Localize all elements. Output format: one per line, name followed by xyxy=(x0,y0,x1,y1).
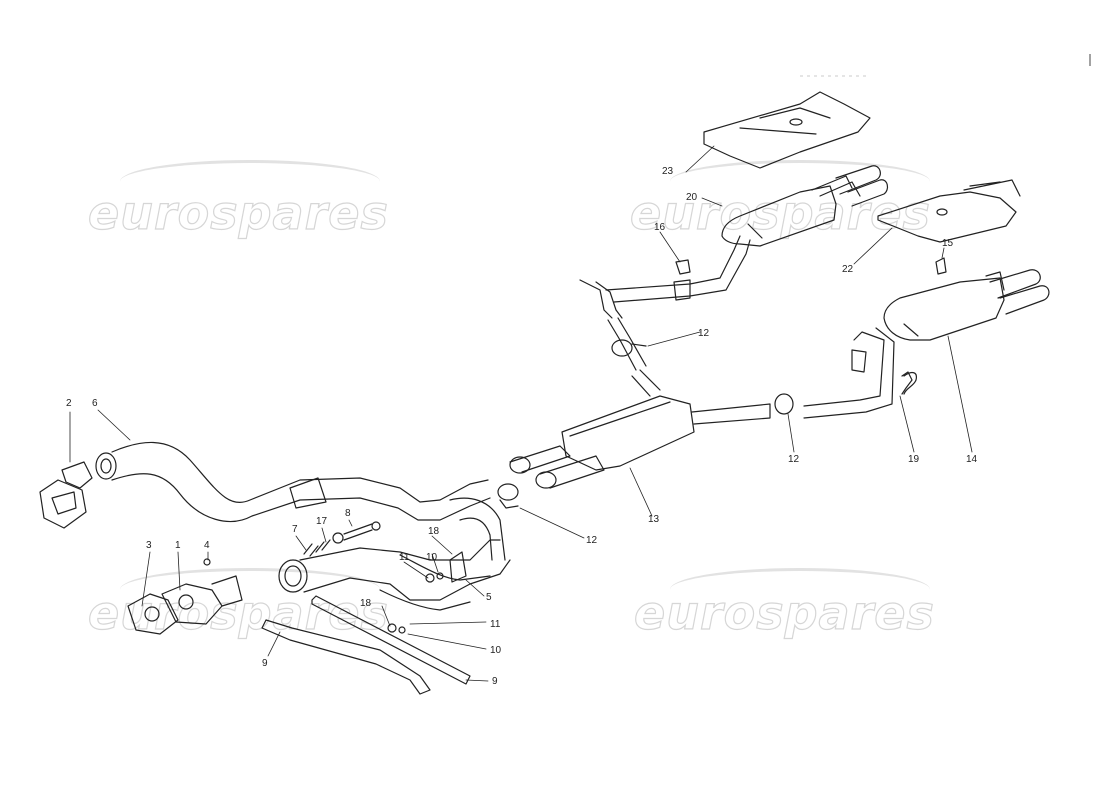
callout-20: 20 xyxy=(686,192,698,203)
rear-silencer-right-part-14 xyxy=(803,269,1050,419)
callout-3: 3 xyxy=(146,540,152,551)
callout-22: 22 xyxy=(842,264,854,275)
heat-shield-part-22 xyxy=(877,179,1021,243)
callout-11b: 11 xyxy=(490,619,501,630)
rubber-mount-part-16 xyxy=(675,259,691,275)
callout-10a: 10 xyxy=(426,552,438,563)
callout-2: 2 xyxy=(66,398,72,409)
front-downpipe-part-6 xyxy=(95,441,491,523)
callout-1: 1 xyxy=(175,540,181,551)
callout-14: 14 xyxy=(966,454,978,465)
callout-12b: 12 xyxy=(698,328,710,339)
bolt-spring-assembly xyxy=(203,521,381,566)
callout-23: 23 xyxy=(662,166,674,177)
callout-12a: 12 xyxy=(586,535,598,546)
callout-12c: 12 xyxy=(788,454,800,465)
rear-silencer-left-part-20 xyxy=(579,165,889,319)
watermark-text: eurospares xyxy=(629,185,931,240)
twin-downpipe-part-5 xyxy=(278,497,511,611)
flange-part-1 xyxy=(161,575,243,625)
leader-lines xyxy=(69,145,973,682)
callout-17: 17 xyxy=(316,516,328,527)
callout-labels: 1 2 3 4 5 6 7 8 9 9 10 10 11 11 12 12 12… xyxy=(66,166,978,687)
watermark-swoosh xyxy=(670,160,930,203)
callout-18a: 18 xyxy=(428,526,440,537)
callout-9b: 9 xyxy=(492,676,498,687)
callout-5: 5 xyxy=(486,592,492,603)
callout-4: 4 xyxy=(204,540,210,551)
watermark-text: eurospares xyxy=(633,585,935,640)
callout-9a: 9 xyxy=(262,658,268,669)
callout-8: 8 xyxy=(345,508,351,519)
rubber-mount-part-15 xyxy=(935,257,947,275)
callout-7: 7 xyxy=(292,524,298,535)
callout-13: 13 xyxy=(648,514,660,525)
callout-10b: 10 xyxy=(490,645,502,656)
callout-15: 15 xyxy=(942,238,954,249)
watermark-text: eurospares xyxy=(87,185,389,240)
callout-6: 6 xyxy=(92,398,98,409)
callout-19: 19 xyxy=(908,454,920,465)
gasket-part-3 xyxy=(127,593,179,635)
callout-11a: 11 xyxy=(399,552,410,563)
callout-18b: 18 xyxy=(360,598,372,609)
heat-shield-part-23 xyxy=(703,91,871,169)
mounting-bracket-part-9 xyxy=(261,551,471,695)
watermark-swoosh xyxy=(670,568,930,611)
central-silencer-part-13 xyxy=(509,317,771,489)
hanger-part-19 xyxy=(903,371,917,395)
manifold-flange-part-2 xyxy=(39,461,93,529)
watermark-swoosh xyxy=(120,568,380,611)
callout-16: 16 xyxy=(654,222,666,233)
watermark-swoosh xyxy=(120,160,380,203)
clamp-part-12 xyxy=(497,339,794,509)
watermark-text: eurospares xyxy=(87,585,389,640)
